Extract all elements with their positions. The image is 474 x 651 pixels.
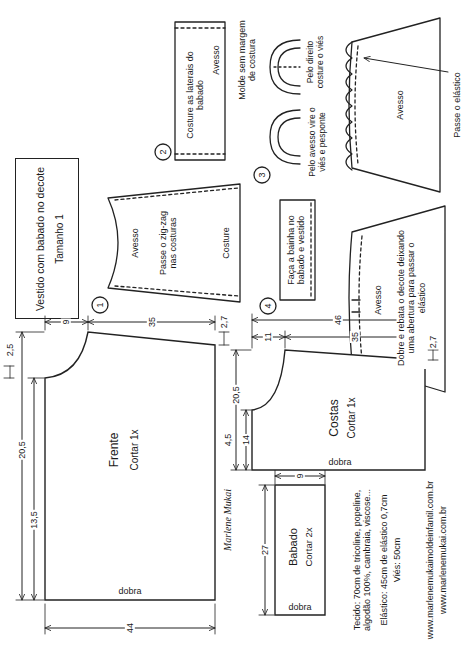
dimension: 2,5: [5, 343, 15, 358]
dimension-tick: [219, 332, 229, 345]
website: www.marlenemukai.com.br: [438, 505, 448, 615]
bodice-step: [115, 188, 238, 296]
dimension-tick: [428, 350, 438, 360]
dress-ruffle-step: [346, 42, 352, 170]
dimension-line: [236, 350, 237, 470]
dress-neckline-step: [352, 300, 360, 312]
dimension-tick: [231, 350, 251, 470]
pattern-piece: Frente Cortar 1x: [45, 330, 217, 602]
pattern-piece-outline: [45, 332, 215, 600]
bodice-step: [108, 184, 240, 302]
dimension-line: [22, 332, 23, 600]
dimension: 2,7: [428, 335, 438, 350]
piece-label: Costas: [328, 399, 342, 436]
materials-note: Elástico: 45cm de elástico 0,7cm: [379, 493, 389, 626]
dimension: 20,5: [17, 440, 27, 460]
piece-label: Frente: [108, 433, 122, 468]
piece-label: Babado: [287, 528, 300, 566]
signature: Marlene Mukai: [222, 488, 234, 552]
dimension: 13,5: [29, 510, 39, 530]
side-label: Avesso: [373, 284, 383, 315]
dimension: 9: [295, 472, 305, 479]
title-box: Vestido com babado no decote Tamanho 1: [15, 158, 79, 319]
title-text: Vestido com babado no decote: [34, 167, 46, 311]
dimension: 2,7: [219, 315, 229, 330]
bias-binding-step: [254, 167, 270, 183]
step-note: Pelo direito costure o viés: [306, 26, 326, 98]
dimension-tick: [45, 604, 215, 634]
bias-binding-step: [274, 66, 300, 67]
side-label: Avesso: [211, 44, 221, 75]
pattern-drawing: [4, 18, 448, 634]
dimension: 35: [350, 331, 360, 343]
side-label: Avesso: [395, 89, 405, 120]
bias-binding-step: [278, 118, 300, 156]
dimension: 46: [333, 314, 343, 326]
dimension-tick: [4, 314, 438, 634]
ruffle-piece: Babado Cortar 2x: [275, 485, 325, 615]
dimension: 11: [263, 331, 273, 342]
dimension: 20,5: [231, 385, 241, 405]
step-note: Costure as laterais do babado: [185, 44, 206, 146]
ruffle-strip-step: [175, 22, 225, 160]
dimension-tick: [259, 470, 325, 615]
step-note: Passe o elástico: [452, 71, 462, 139]
dimension: 44: [125, 622, 135, 634]
dimension-tick: [4, 366, 14, 378]
fold-label: dobra: [287, 602, 312, 612]
piece-label: Cortar 1x: [129, 429, 141, 470]
materials-note: Viés: 50cm: [392, 537, 402, 583]
dimension-tick: [16, 332, 44, 600]
ruffle-strip-step: [175, 28, 225, 154]
bodice-step: [92, 297, 108, 313]
piece-label: Cortar 1x: [346, 397, 358, 438]
website: www.marlenemukaimoldeinfantil.com.br: [425, 480, 435, 641]
dress-ruffle-step: [355, 46, 358, 164]
dimension-tick: [45, 316, 215, 330]
step-note: Pelo avesso vire o viés e pesponte: [308, 103, 328, 181]
title-text: Tamanho 1: [54, 214, 66, 263]
side-label: Avesso: [130, 227, 140, 258]
step-number: 3: [257, 171, 267, 178]
step-number: 2: [158, 148, 168, 155]
hem-step: [260, 298, 276, 314]
dress-ruffle-step: [349, 18, 440, 192]
ruffle-piece-outline: [275, 485, 325, 615]
piece-label: Cortar 2x: [304, 527, 315, 566]
ruffle-strip-step: [155, 144, 171, 160]
materials-note: Tecido: 70cm de tricoline, popeline, alg…: [352, 474, 373, 646]
note: Molde sem margem de costura: [237, 19, 258, 101]
dress-ruffle-step: [346, 18, 448, 192]
fold-label: dobra: [327, 457, 352, 467]
dimension: 35: [147, 316, 157, 328]
step-note: Passe o zig-zag nas costuras: [158, 202, 179, 284]
bodice-step: [92, 184, 240, 313]
step-note: Faça a bainha no babado e vestido: [286, 204, 307, 296]
hem-step: [260, 200, 315, 314]
dimension: 27: [260, 544, 270, 556]
ruffle-piece-outline: [275, 485, 325, 615]
step-number: 4: [263, 302, 273, 309]
bias-binding-step: [270, 40, 300, 94]
dress-ruffle-step: [364, 58, 448, 72]
step-note: Costure: [221, 226, 231, 260]
dimension: 4,5: [223, 433, 233, 448]
hem-step: [280, 200, 315, 300]
fold-label: dobra: [117, 586, 142, 596]
bias-binding-step: [270, 110, 300, 164]
dimension: 9: [61, 318, 71, 325]
hem-step: [310, 203, 311, 297]
dimension: 14: [241, 434, 251, 446]
dimension-line: [34, 378, 35, 600]
ruffle-strip-step: [155, 22, 225, 160]
step-note: Dobre e rebata o decote deixando uma abe…: [396, 227, 427, 369]
step-number: 1: [95, 301, 105, 308]
bias-binding-step: [254, 40, 300, 183]
